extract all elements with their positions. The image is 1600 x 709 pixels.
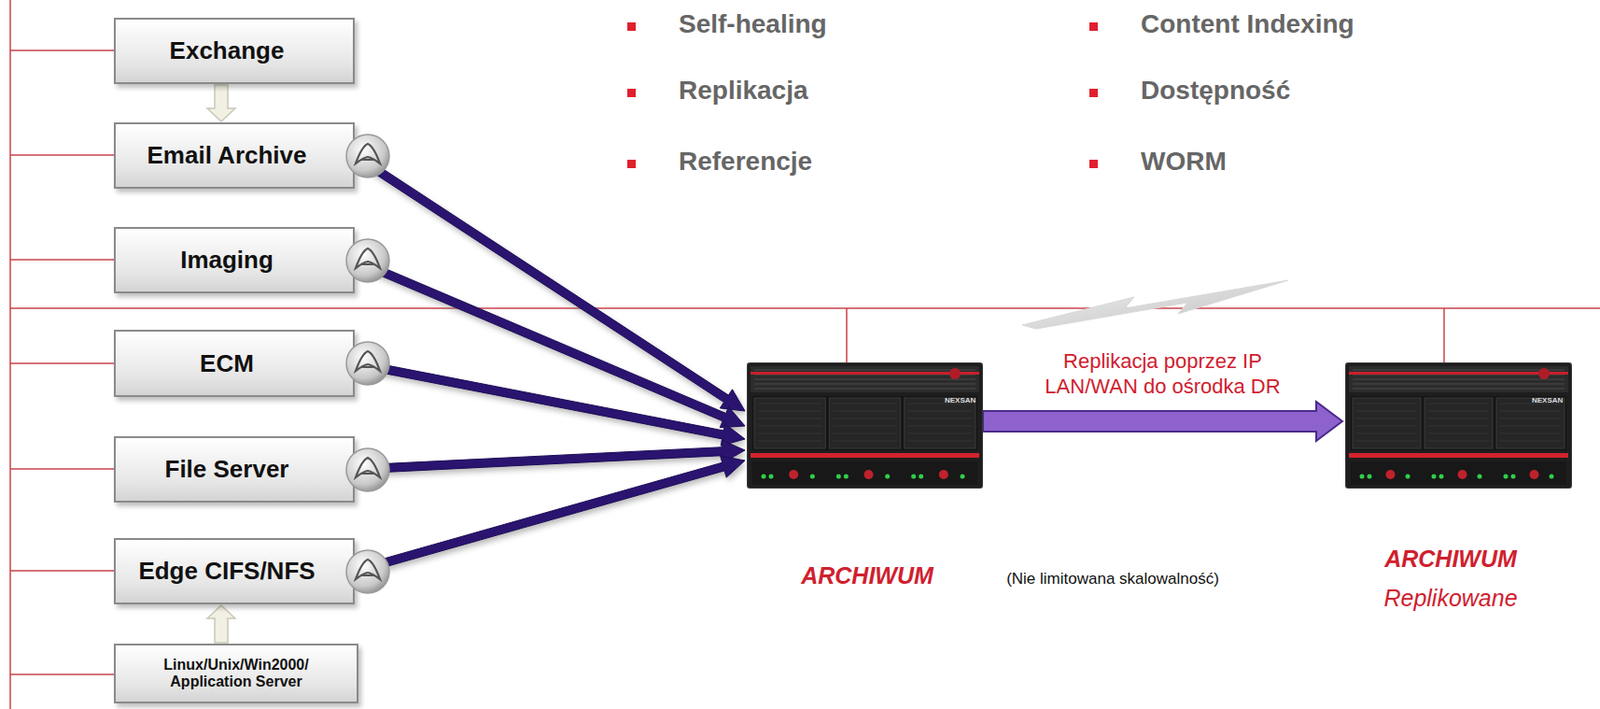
network-line bbox=[10, 0, 1600, 709]
agent-icon bbox=[344, 237, 392, 284]
system-box: Edge CIFS/NFS bbox=[113, 537, 355, 604]
connector bbox=[354, 439, 747, 478]
feature-item: Self-healing bbox=[678, 9, 828, 40]
wireless-bolt bbox=[1022, 280, 1289, 329]
connector bbox=[353, 359, 747, 450]
agent-icon bbox=[344, 132, 392, 180]
connector bbox=[207, 604, 236, 643]
system-box: ECM bbox=[113, 329, 355, 397]
flow-arrow bbox=[207, 604, 236, 643]
system-box: Linux/Unix/Win2000/ Application Server bbox=[113, 643, 359, 703]
system-box: Exchange bbox=[113, 17, 355, 85]
archive-label: ARCHIWUM bbox=[800, 561, 934, 590]
agent-icon bbox=[344, 547, 392, 595]
bullet-square bbox=[627, 22, 636, 31]
agent-icon bbox=[344, 339, 392, 387]
feature-item: WORM bbox=[1140, 146, 1227, 177]
storage-node: ARCHIWUM bbox=[746, 362, 983, 489]
connector bbox=[207, 84, 236, 122]
storage-node: ARCHIWUMReplikowane bbox=[1345, 362, 1572, 489]
box-label: Email Archive bbox=[137, 140, 331, 170]
storage-array bbox=[746, 362, 983, 489]
system-box: Imaging bbox=[113, 226, 355, 294]
agent-icon bbox=[344, 132, 392, 180]
bullet-square bbox=[627, 88, 636, 98]
archive-label: ARCHIWUM bbox=[1384, 545, 1517, 573]
feature-item: Dostępność bbox=[1140, 75, 1291, 106]
box-label: ECM bbox=[190, 349, 279, 379]
note: (Nie limitowana skalowalność) bbox=[1006, 569, 1220, 589]
brand-mark: NEXSAN bbox=[944, 395, 976, 405]
bullet-square bbox=[627, 159, 636, 169]
system-box: Email Archive bbox=[113, 122, 355, 189]
agent-icon bbox=[344, 446, 392, 493]
bullet-square bbox=[1089, 22, 1098, 31]
connector bbox=[982, 401, 1343, 441]
flow-arrow bbox=[207, 84, 236, 122]
archive-label: Replikowane bbox=[1383, 584, 1517, 612]
edge-label: Replikacja poprzez IP LAN/WAN do ośrodka… bbox=[1023, 348, 1304, 399]
storage-array bbox=[1345, 362, 1572, 489]
feature-item: Content Indexing bbox=[1140, 9, 1355, 40]
box-label: Imaging bbox=[170, 245, 298, 275]
agent-icon bbox=[344, 339, 392, 387]
connector-arrow bbox=[353, 359, 745, 447]
bullet-square bbox=[1089, 88, 1098, 98]
connector bbox=[353, 455, 747, 579]
replication-arrow bbox=[982, 401, 1343, 441]
box-label: Edge CIFS/NFS bbox=[128, 556, 339, 586]
brand-mark: NEXSAN bbox=[1531, 395, 1563, 405]
bullet-square bbox=[1089, 159, 1098, 169]
feature-item: Referencje bbox=[678, 146, 813, 177]
box-label: File Server bbox=[155, 454, 314, 484]
agent-icon bbox=[344, 237, 392, 284]
box-label: Exchange bbox=[160, 36, 309, 66]
agent-icon bbox=[344, 547, 392, 595]
box-label: Linux/Unix/Win2000/ Application Server bbox=[115, 656, 357, 690]
connector-arrow bbox=[354, 439, 745, 474]
feature-item: Replikacja bbox=[678, 75, 809, 106]
agent-icon bbox=[344, 446, 392, 493]
system-box: File Server bbox=[113, 435, 355, 503]
connector-arrow bbox=[353, 455, 745, 576]
